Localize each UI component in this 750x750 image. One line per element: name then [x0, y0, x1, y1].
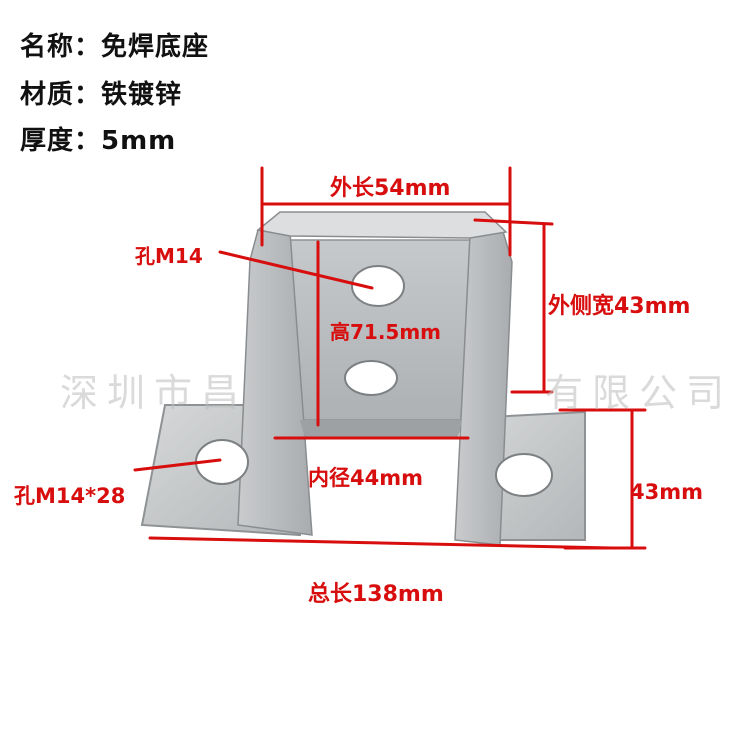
- spec-name: 名称：免焊底座: [20, 32, 210, 62]
- spec-thickness: 厚度：5mm: [20, 126, 177, 156]
- label-total-length: 总长138mm: [308, 582, 444, 607]
- slot-right: [495, 453, 553, 497]
- hole-middle: [344, 360, 398, 396]
- label-inner-diameter: 内径44mm: [308, 466, 423, 490]
- label-height: 高71.5mm: [330, 320, 442, 344]
- label-hole-top: 孔M14: [135, 244, 203, 268]
- watermark: 深圳市昌 有限公司: [0, 362, 750, 422]
- top-edge: [256, 211, 508, 239]
- label-hole-base: 孔M14*28: [14, 484, 126, 508]
- watermark-left: 深圳市昌: [60, 371, 249, 415]
- spec-material: 材质：铁镀锌: [20, 80, 183, 110]
- leader-hole-top: [218, 250, 374, 290]
- hole-top: [351, 265, 405, 307]
- leader-hole-base: [133, 458, 222, 472]
- dim-line-total: [148, 536, 614, 550]
- watermark-right: 有限公司: [545, 371, 734, 415]
- dim-line-43-top-tick: [473, 218, 554, 226]
- label-outer-length: 外长54mm: [330, 176, 451, 201]
- label-outer-width: 外侧宽43mm: [548, 294, 691, 319]
- label-base-width: 43mm: [630, 480, 703, 504]
- inner-floor: [300, 420, 462, 438]
